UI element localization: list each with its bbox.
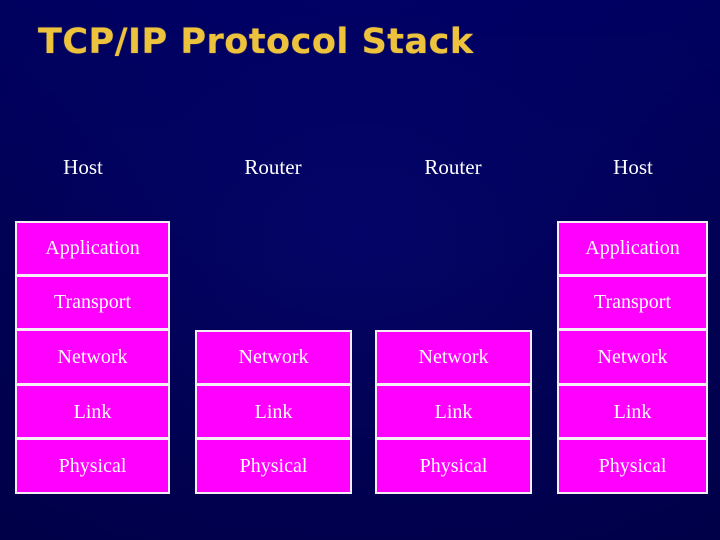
layer-box-network[interactable]: Network: [557, 330, 708, 385]
layer-spacer: [195, 276, 352, 331]
layer-box-network[interactable]: Network: [15, 330, 170, 385]
layer-box-transport[interactable]: Transport: [557, 275, 708, 331]
layer-box-link[interactable]: Link: [15, 384, 170, 440]
layer-box-physical[interactable]: Physical: [195, 439, 352, 494]
layer-box-application[interactable]: Application: [557, 221, 708, 276]
layer-box-link[interactable]: Link: [375, 384, 532, 440]
layer-box-physical[interactable]: Physical: [15, 439, 170, 494]
layer-spacer: [375, 221, 532, 276]
column-header-host-3: Host: [613, 155, 653, 179]
column-header-router-2: Router: [424, 155, 482, 179]
layer-box-transport[interactable]: Transport: [15, 275, 170, 331]
layer-box-physical[interactable]: Physical: [375, 439, 532, 494]
layer-spacer: [195, 221, 352, 276]
layer-box-physical[interactable]: Physical: [557, 439, 708, 494]
page-title: TCP/IP Protocol Stack: [38, 22, 474, 62]
layer-box-link[interactable]: Link: [195, 384, 352, 440]
column-header-host-0: Host: [63, 155, 103, 179]
layer-box-link[interactable]: Link: [557, 384, 708, 440]
column-header-router-1: Router: [244, 155, 302, 179]
layer-box-network[interactable]: Network: [195, 330, 352, 385]
layer-spacer: [375, 276, 532, 331]
layer-box-application[interactable]: Application: [15, 221, 170, 276]
layer-box-network[interactable]: Network: [375, 330, 532, 385]
